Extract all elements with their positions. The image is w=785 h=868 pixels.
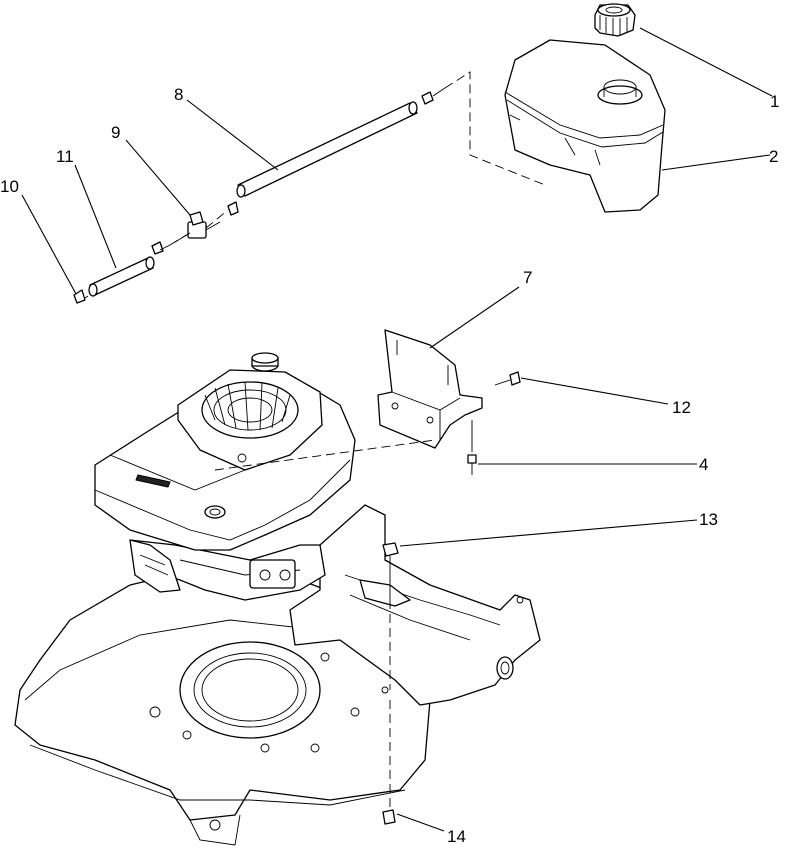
fuel-tank [504,39,666,213]
leader-11 [74,164,117,269]
callout-13: 13 [699,510,718,529]
callout-2: 2 [769,147,778,166]
leader-12 [520,377,669,405]
fuel-line-assembly [73,87,446,304]
assembly-dashed-lines [169,71,546,808]
deck-frame [289,504,541,706]
fuel-cap [594,3,636,37]
fasteners [382,371,521,825]
callout-10: 10 [0,177,19,196]
leader-1 [639,27,773,97]
callout-14: 14 [447,827,466,846]
leader-2 [661,154,771,171]
leader-14 [396,813,445,832]
leader-10 [21,194,77,295]
callout-8: 8 [174,85,183,104]
leader-13 [399,519,698,547]
engine [94,352,356,601]
callout-11: 11 [56,147,74,166]
callout-4: 4 [699,455,708,474]
callout-7: 7 [523,268,532,287]
leader-8 [186,99,279,171]
leader-7 [429,286,520,349]
callout-12: 12 [672,398,691,417]
leader-lines [21,27,773,832]
callout-1: 1 [770,92,779,111]
callout-9: 9 [111,123,120,142]
leader-9 [125,139,191,216]
fuel-tank-bracket [377,329,483,449]
callout-labels: 1 2 4 7 8 9 10 11 12 13 14 [0,85,779,846]
